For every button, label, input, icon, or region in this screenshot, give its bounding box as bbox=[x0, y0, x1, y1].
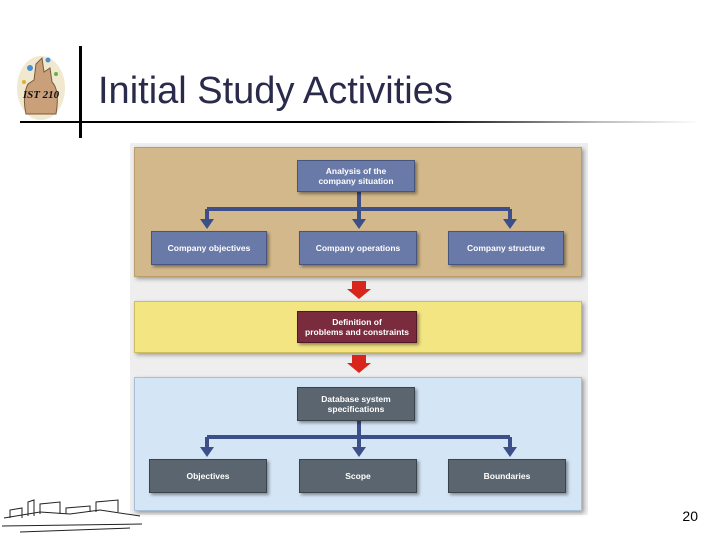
boundaries-box: Boundaries bbox=[448, 459, 566, 493]
database-specifications-box: Database system specifications bbox=[297, 387, 415, 421]
scope-box: Scope bbox=[299, 459, 417, 493]
campus-sketch-image bbox=[0, 488, 145, 536]
company-operations-box: Company operations bbox=[299, 231, 417, 265]
initial-study-diagram: Analysis of the company situation Compan… bbox=[130, 143, 588, 515]
stage3-arrowheads bbox=[200, 447, 517, 457]
connector-lines bbox=[200, 191, 517, 457]
flow-arrow-1 bbox=[347, 281, 371, 299]
stage1-connectors bbox=[205, 191, 512, 221]
problems-band bbox=[134, 301, 582, 353]
analysis-company-situation-box: Analysis of the company situation bbox=[297, 160, 415, 192]
header-vertical-rule bbox=[79, 46, 82, 138]
flow-arrow-2 bbox=[347, 355, 371, 373]
logo-text: IST 210 bbox=[22, 89, 60, 101]
header-horizontal-rule bbox=[20, 121, 700, 123]
stage3-connectors bbox=[205, 421, 512, 449]
stage1-arrowheads bbox=[200, 219, 517, 229]
problems-constraints-box: Definition of problems and constraints bbox=[297, 311, 417, 343]
page-number: 20 bbox=[682, 508, 698, 524]
slide-title: Initial Study Activities bbox=[98, 70, 453, 112]
ist-210-logo: IST 210 bbox=[8, 44, 74, 126]
objectives-box: Objectives bbox=[149, 459, 267, 493]
company-structure-box: Company structure bbox=[448, 231, 564, 265]
company-objectives-box: Company objectives bbox=[151, 231, 267, 265]
